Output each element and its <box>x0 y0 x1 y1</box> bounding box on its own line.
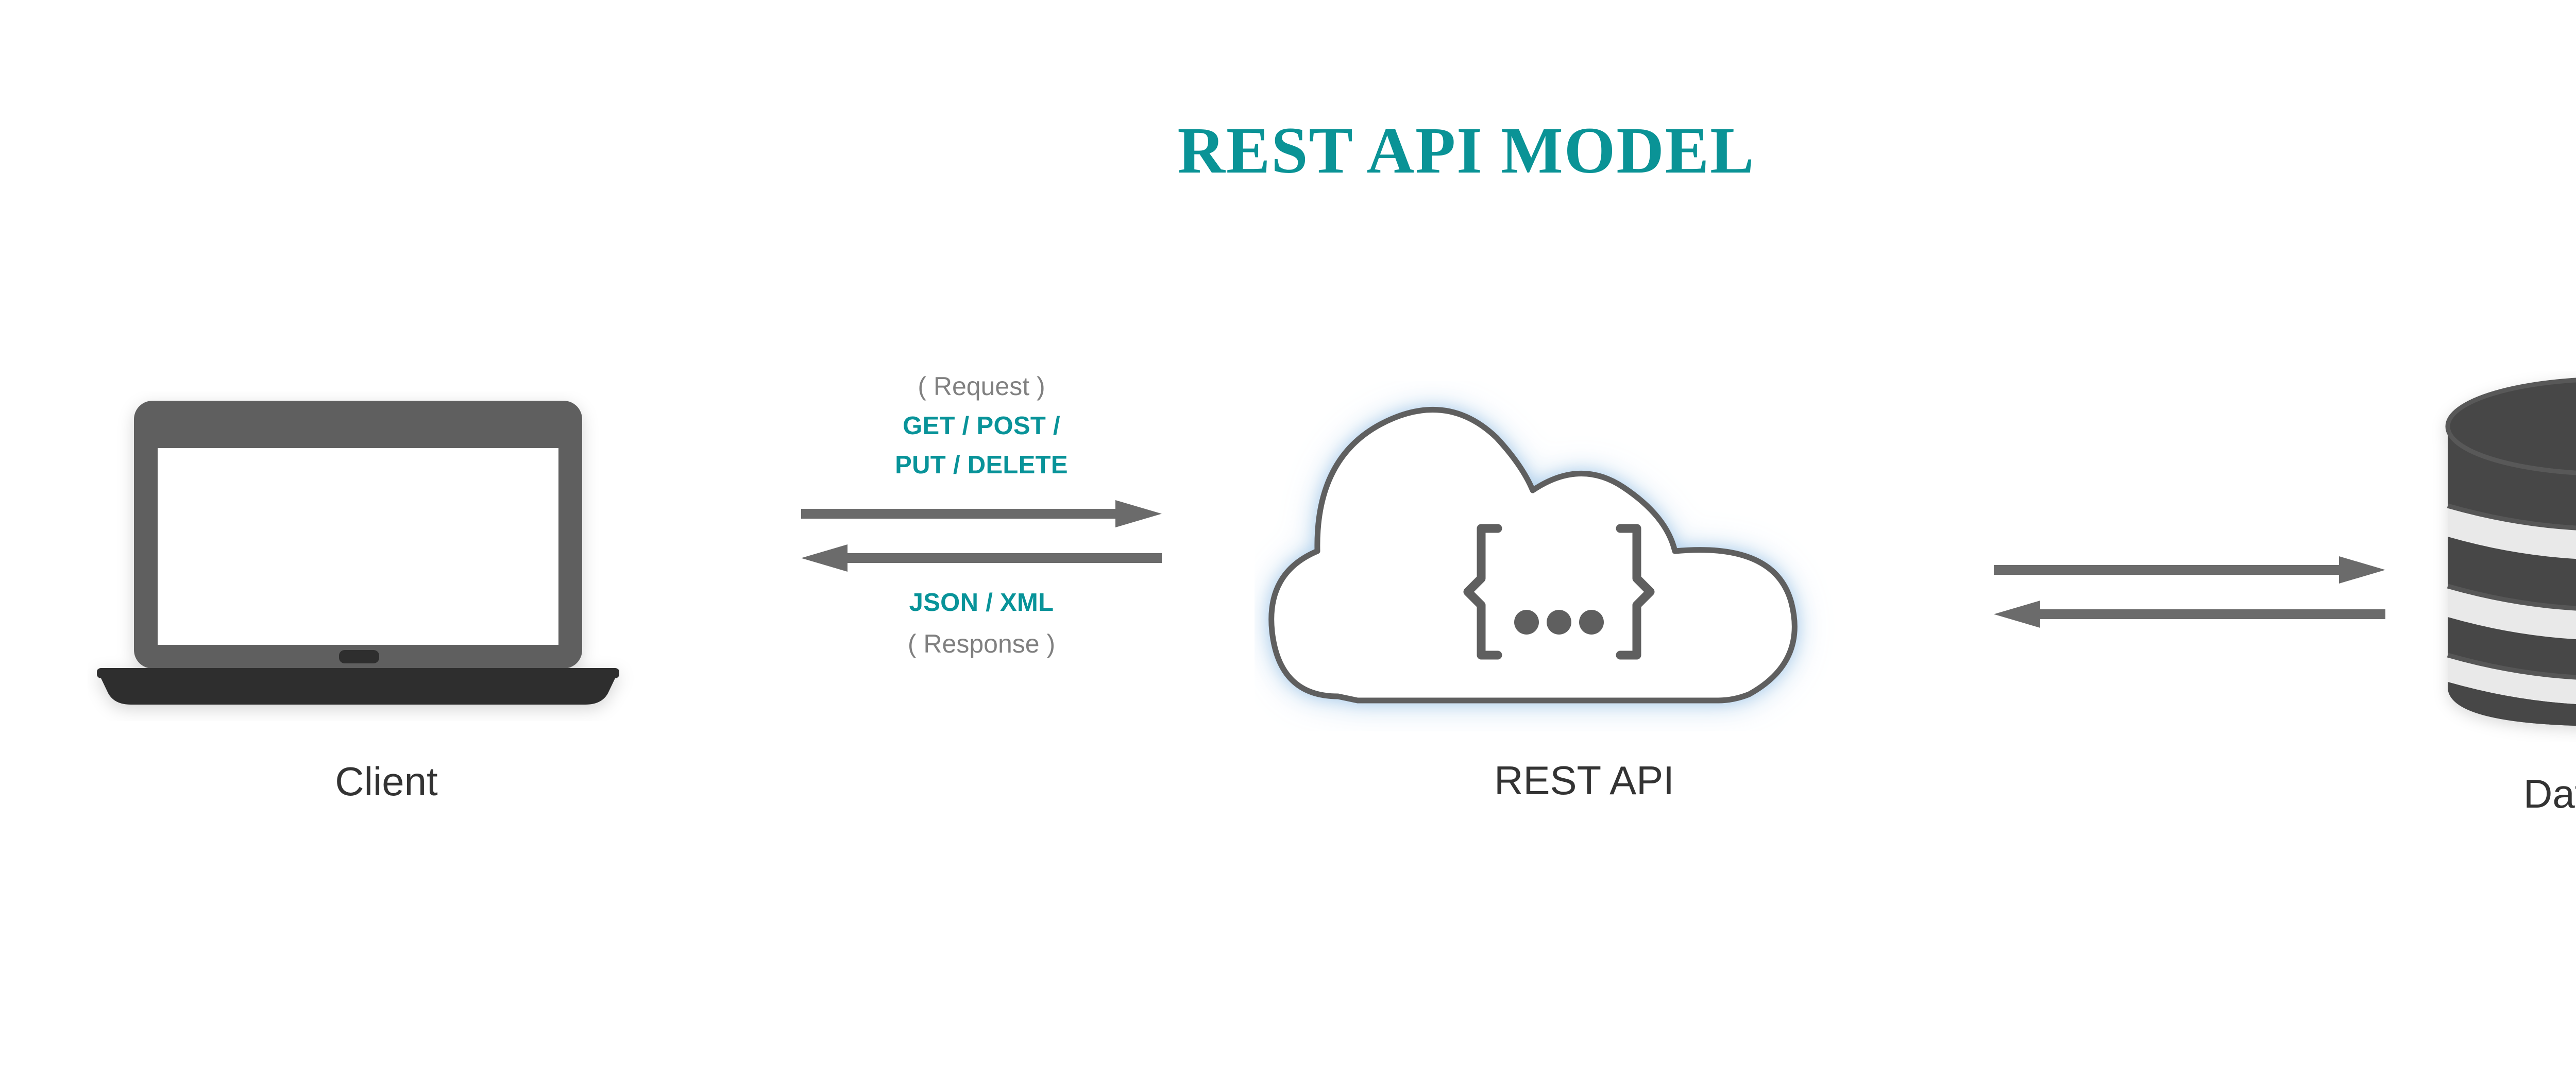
page-title: REST API MODEL <box>1177 114 1755 187</box>
braces-glyph <box>1463 524 1655 660</box>
arrow-pair-client-api <box>801 500 1162 572</box>
request-methods-line-1: GET / POST / <box>903 412 1060 440</box>
database-cylinder-icon <box>2445 378 2576 726</box>
cloud-icon <box>1268 406 1798 704</box>
request-label: ( Request ) <box>918 372 1045 401</box>
arrow-left-icon <box>801 544 1162 572</box>
flow-client-api: ( Request ) GET / POST / PUT / DELETE JS… <box>801 373 1162 657</box>
node-database: Database <box>2287 371 2576 814</box>
arrow-left-icon <box>1994 601 2385 628</box>
response-format-label: JSON / XML <box>909 589 1054 617</box>
flow-api-database <box>1994 554 2385 631</box>
laptop-icon <box>97 401 619 705</box>
client-label: Client <box>335 759 438 804</box>
node-rest-api: REST API <box>1185 381 1984 800</box>
arrow-pair-api-database <box>1994 556 2385 628</box>
database-label: Database <box>2523 771 2576 816</box>
response-label: ( Response ) <box>907 629 1056 658</box>
arrow-right-icon <box>1994 556 2385 584</box>
request-methods-line-2: PUT / DELETE <box>895 451 1068 479</box>
rest-api-label: REST API <box>1494 758 1674 803</box>
ellipsis-dots <box>1514 610 1604 635</box>
arrow-right-icon <box>801 500 1162 527</box>
node-client: Client <box>0 391 773 801</box>
